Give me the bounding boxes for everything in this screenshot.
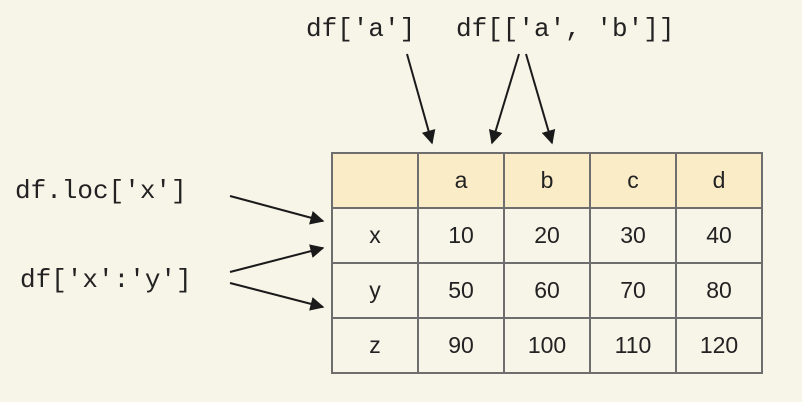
row-index-label: x [331, 207, 419, 264]
table-cell: 110 [589, 317, 677, 374]
table-cell: 10 [417, 207, 505, 264]
table-cell: 30 [589, 207, 677, 264]
table-row: z 90 100 110 120 [331, 317, 763, 374]
row-index-label: y [331, 262, 419, 319]
table-cell: 100 [503, 317, 591, 374]
index-corner-cell [331, 152, 419, 209]
column-header-b: b [503, 152, 591, 209]
table-cell: 50 [417, 262, 505, 319]
arrow-slice-row-x [229, 244, 325, 273]
arrow-cols-ab-left [488, 53, 520, 145]
table-cell: 90 [417, 317, 505, 374]
table-cell: 40 [675, 207, 763, 264]
table-cell: 20 [503, 207, 591, 264]
arrow-slice-row-y [229, 282, 325, 311]
table-row: y 50 60 70 80 [331, 262, 763, 319]
table-cell: 60 [503, 262, 591, 319]
column-header-d: d [675, 152, 763, 209]
row-index-label: z [331, 317, 419, 374]
table-row: x 10 20 30 40 [331, 207, 763, 264]
arrow-cols-ab-right [525, 53, 556, 145]
column-header-a: a [417, 152, 505, 209]
arrow-loc-x [229, 195, 325, 225]
label-df-cols-ab: df[['a', 'b']] [456, 14, 675, 44]
label-df-slice-xy: df['x':'y'] [20, 265, 192, 295]
table-cell: 120 [675, 317, 763, 374]
label-df-loc-x: df.loc['x'] [15, 176, 187, 206]
column-header-c: c [589, 152, 677, 209]
dataframe-table: a b c d x 10 20 30 40 y 50 60 70 80 z 90… [331, 152, 763, 374]
arrow-col-a [406, 53, 436, 145]
label-df-col-a: df['a'] [306, 14, 416, 44]
table-cell: 70 [589, 262, 677, 319]
table-cell: 80 [675, 262, 763, 319]
header-row: a b c d [331, 152, 763, 209]
